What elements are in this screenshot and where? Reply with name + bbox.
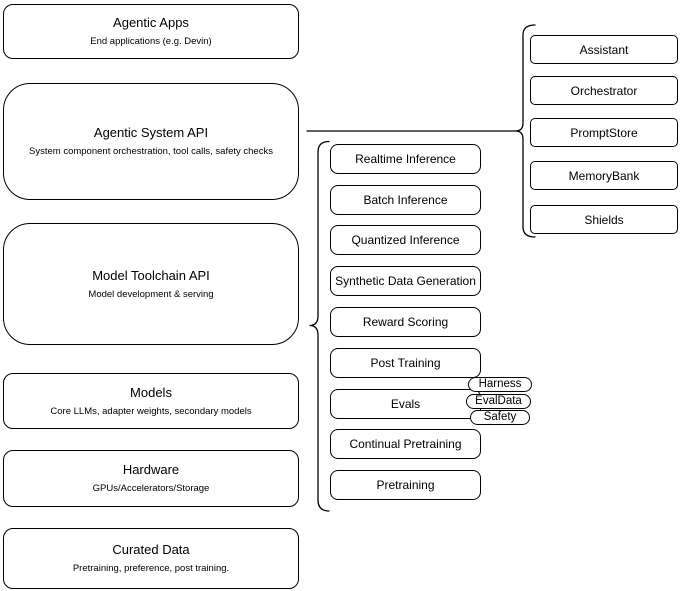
tag-label: EvalData [475, 395, 522, 407]
node-label: Orchestrator [570, 83, 638, 98]
node-assistant: Assistant [530, 35, 678, 64]
tag-evaldata: EvalData [466, 394, 531, 409]
node-pretraining: Pretraining [330, 470, 481, 500]
node-label: Post Training [370, 356, 441, 370]
tag-harness: Harness [468, 377, 532, 392]
node-curated-data: Curated Data Pretraining, preference, po… [3, 528, 299, 589]
node-label: Quantized Inference [351, 233, 460, 247]
node-subtitle: Core LLMs, adapter weights, secondary mo… [50, 405, 252, 417]
node-title: Agentic System API [93, 125, 209, 140]
node-label: Pretraining [376, 478, 435, 492]
node-subtitle: Model development & serving [88, 288, 214, 300]
node-title: Model Toolchain API [92, 267, 210, 283]
node-label: PromptStore [570, 125, 638, 140]
node-promptstore: PromptStore [530, 118, 678, 147]
tag-label: Harness [478, 378, 522, 390]
node-hardware: Hardware GPUs/Accelerators/Storage [3, 450, 299, 507]
node-label: Continual Pretraining [349, 437, 462, 451]
node-continual-pretraining: Continual Pretraining [330, 429, 481, 459]
node-memorybank: MemoryBank [530, 161, 678, 190]
node-subtitle: System component orchestration, tool cal… [29, 146, 273, 157]
tag-label: Safety [483, 411, 517, 423]
node-title: Models [130, 384, 172, 400]
node-label: Shields [584, 212, 624, 227]
node-label: Batch Inference [363, 193, 448, 207]
node-shields: Shields [530, 205, 678, 234]
node-models: Models Core LLMs, adapter weights, secon… [3, 373, 299, 429]
node-label: Reward Scoring [362, 315, 449, 329]
node-batch-inference: Batch Inference [330, 185, 481, 215]
node-label: Assistant [579, 42, 629, 57]
node-model-toolchain-api: Model Toolchain API Model development & … [3, 223, 299, 345]
node-synthetic-data-generation: Synthetic Data Generation [330, 266, 481, 296]
node-agentic-system-api: Agentic System API System component orch… [3, 83, 299, 200]
node-subtitle: End applications (e.g. Devin) [90, 36, 212, 47]
node-label: Synthetic Data Generation [335, 274, 476, 288]
node-evals: Evals [330, 389, 481, 419]
node-orchestrator: Orchestrator [530, 76, 678, 105]
node-realtime-inference: Realtime Inference [330, 144, 481, 174]
node-label: MemoryBank [568, 168, 640, 183]
node-label: Evals [390, 397, 421, 411]
node-subtitle: Pretraining, preference, post training. [72, 563, 230, 574]
node-title: Curated Data [112, 542, 190, 557]
node-title: Agentic Apps [113, 15, 189, 30]
node-label: Realtime Inference [355, 152, 456, 166]
tag-safety: Safety [470, 410, 530, 425]
node-subtitle: GPUs/Accelerators/Storage [92, 483, 210, 494]
node-reward-scoring: Reward Scoring [330, 307, 481, 337]
node-post-training: Post Training [330, 348, 481, 378]
toolchain-group-brace [309, 140, 330, 512]
node-quantized-inference: Quantized Inference [330, 225, 481, 255]
node-title: Hardware [122, 462, 180, 477]
node-agentic-apps: Agentic Apps End applications (e.g. Devi… [3, 4, 299, 59]
